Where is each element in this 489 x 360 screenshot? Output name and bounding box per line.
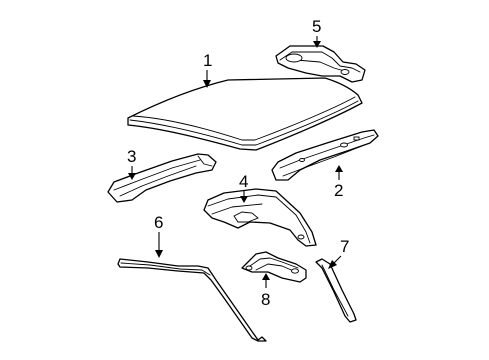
bracket (241, 251, 307, 283)
callout-number: 8 (261, 290, 270, 309)
roof-side-rail-weatherstrip (117, 258, 267, 342)
callout-2: 2 (334, 165, 343, 200)
roof-panel (127, 77, 363, 151)
rear-reinforcement (275, 45, 366, 83)
callout-6: 6 (154, 213, 163, 258)
callout-4: 4 (239, 172, 248, 203)
callout-7: 7 (328, 237, 349, 269)
roof-bow (203, 188, 317, 247)
callout-3: 3 (127, 147, 136, 180)
callout-number: 6 (154, 213, 163, 232)
front-header (271, 129, 379, 181)
callout-8: 8 (261, 273, 270, 309)
callout-number: 5 (312, 17, 321, 36)
callout-number: 1 (203, 51, 212, 70)
callout-number: 4 (239, 172, 248, 191)
callout-number: 7 (340, 237, 349, 256)
callout-number: 3 (127, 147, 136, 166)
callout-number: 2 (334, 181, 343, 200)
rear-header (107, 153, 217, 203)
callout-5: 5 (312, 17, 321, 48)
callout-1: 1 (203, 51, 212, 88)
pillar-trim-strip (315, 258, 357, 323)
